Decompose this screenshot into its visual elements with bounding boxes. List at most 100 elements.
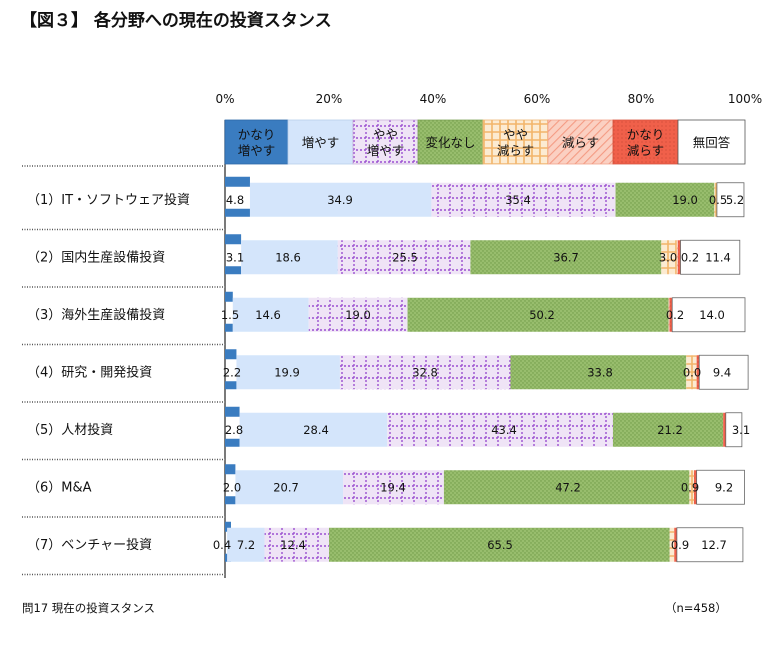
value-label: 0.2 [681, 250, 699, 264]
bar-segment [686, 355, 697, 390]
legend-label: やや [503, 127, 528, 142]
value-label: 33.8 [587, 365, 613, 379]
bar-segment [716, 182, 745, 218]
value-label: 43.4 [491, 423, 517, 437]
bar-segment [694, 470, 697, 505]
bar-segment [249, 182, 432, 217]
value-label: 34.9 [327, 193, 353, 207]
legend-label: 減らす [562, 135, 599, 150]
value-label: 21.2 [657, 423, 683, 437]
bar-segment [225, 521, 231, 532]
legend-swatch-0 [224, 119, 289, 165]
value-label: 28.4 [303, 423, 329, 437]
chart-title: 【図３】 各分野への現在の投資スタンス [20, 11, 332, 31]
legend-swatch-3 [417, 119, 484, 165]
bar-segment [668, 297, 670, 332]
bar-segment [225, 349, 237, 360]
value-label: 3.1 [226, 250, 244, 264]
bar-segment [241, 240, 338, 275]
value-label: 47.2 [555, 480, 581, 494]
value-label: 50.2 [529, 308, 555, 322]
x-tick-label: 60% [524, 92, 551, 106]
bar-segment [236, 355, 340, 390]
legend-swatch-2 [352, 119, 419, 165]
bar-segment [671, 297, 746, 333]
bar-segment [615, 182, 715, 217]
bar-segment [225, 176, 250, 187]
bar-segment [308, 297, 408, 332]
legend-label: 減らす [497, 143, 534, 158]
value-label: 14.6 [255, 308, 281, 322]
x-tick-label: 100% [728, 92, 762, 106]
bar-segment [225, 266, 242, 275]
legend-label: 無回答 [693, 135, 731, 150]
value-label: 7.2 [237, 538, 255, 552]
value-label: 3.1 [732, 423, 750, 437]
value-label: 25.5 [392, 250, 418, 264]
legend-label: やや [373, 127, 398, 142]
bar-segment [225, 208, 250, 217]
value-label: 12.7 [701, 538, 727, 552]
bar-segment [470, 240, 662, 275]
value-label: 9.4 [713, 365, 731, 379]
bar-segment [714, 182, 717, 217]
category-label: （1）IT・ソフトウェア投資 [27, 192, 190, 208]
bar-segment [264, 527, 329, 562]
value-label: 3.0 [659, 250, 677, 264]
value-label: 14.0 [699, 308, 725, 322]
bar-segment [235, 470, 344, 505]
value-label: 20.7 [273, 480, 299, 494]
legend-label: 増やす [302, 135, 340, 150]
bar-segment [225, 438, 240, 447]
value-label: 0.0 [683, 365, 701, 379]
bar-segment [669, 527, 675, 562]
value-label: 35.4 [505, 193, 531, 207]
bar-segment [337, 240, 471, 275]
bar-segment [677, 240, 681, 275]
bar-segment [510, 355, 687, 390]
value-label: 11.4 [705, 250, 731, 264]
category-label: （7）ベンチャー投資 [27, 537, 152, 553]
value-label: 0.2 [666, 308, 684, 322]
legend-swatch-6 [612, 119, 679, 165]
value-label: 5.2 [726, 193, 744, 207]
bar-segment [343, 470, 444, 505]
bar-segment [225, 464, 236, 475]
category-label: （6）M&A [27, 480, 92, 495]
value-label: 19.4 [380, 480, 406, 494]
bar-segment [669, 297, 673, 332]
bar-segment [431, 182, 616, 217]
value-label: 19.9 [274, 365, 300, 379]
legend-label: かなり [238, 127, 276, 142]
bar-segment [680, 239, 741, 275]
bar-segment [225, 323, 233, 332]
value-label: 18.6 [275, 250, 301, 264]
legend-swatch-1 [287, 119, 354, 165]
value-label: 19.0 [345, 308, 371, 322]
bar-segment [676, 240, 678, 275]
bar-segment [225, 291, 233, 302]
value-label: 9.2 [715, 480, 733, 494]
value-label: 2.2 [223, 365, 241, 379]
legend-label: かなり [627, 127, 665, 142]
x-tick-label: 20% [316, 92, 343, 106]
legend-swatch-4 [482, 119, 549, 165]
legend-swatch-5 [547, 119, 614, 165]
value-label: 32.8 [412, 365, 438, 379]
category-label: （2）国内生産設備投資 [27, 249, 165, 265]
bar-segment [698, 354, 749, 390]
bar-segment [676, 527, 744, 563]
legend-label: 減らす [627, 143, 664, 158]
bar-segment [612, 412, 724, 447]
value-label: 0.5 [709, 193, 727, 207]
value-label: 2.8 [225, 423, 243, 437]
bar-segment [696, 469, 745, 505]
value-label: 36.7 [553, 250, 579, 264]
bar-segment [387, 412, 613, 447]
value-label: 0.9 [671, 538, 689, 552]
bar-segment [225, 234, 242, 245]
value-label: 12.4 [280, 538, 306, 552]
value-label: 19.0 [672, 193, 698, 207]
x-tick-label: 0% [215, 92, 234, 106]
